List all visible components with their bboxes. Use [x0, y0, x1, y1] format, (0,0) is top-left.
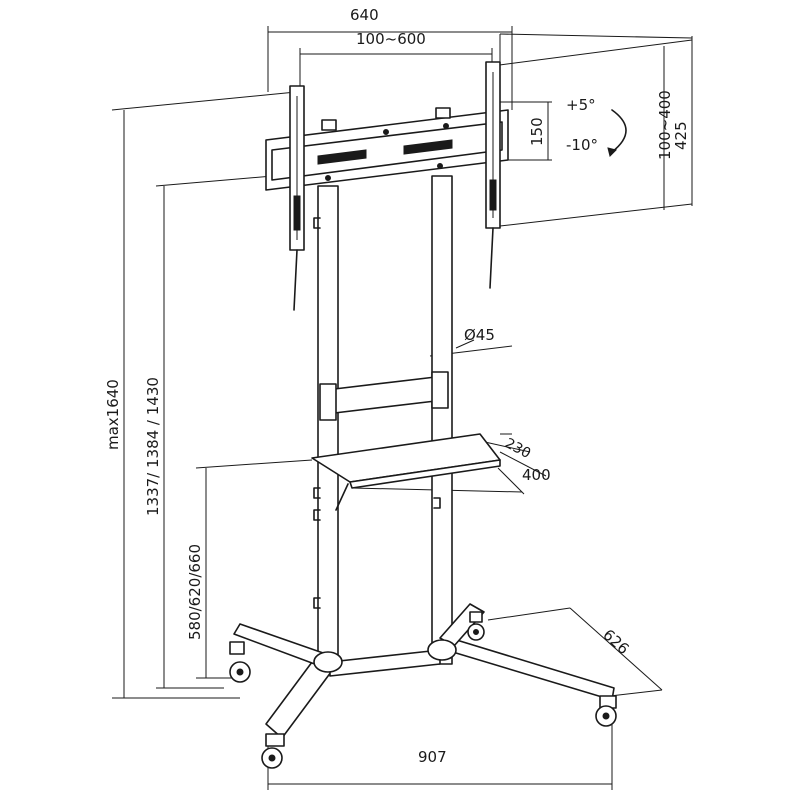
- caster-front-left-icon: [261, 733, 285, 769]
- label-tilt-down: -10°: [566, 136, 598, 154]
- tv-mount-bracket: [265, 61, 509, 311]
- tilt-arrow-icon: [611, 109, 627, 153]
- label-shelf-width: 400: [522, 466, 551, 484]
- label-max-height: max1640: [104, 379, 122, 450]
- caster-wheels: [229, 611, 617, 769]
- label-base-width: 907: [418, 748, 447, 766]
- caster-left-icon: [229, 641, 251, 683]
- caster-back-icon: [467, 611, 485, 641]
- poles: [317, 175, 453, 665]
- label-tilt-up: +5°: [566, 96, 596, 114]
- label-pole-diameter: Ø45: [464, 326, 495, 344]
- label-panel-height: 425: [672, 121, 690, 150]
- label-shelf-heights: 580/620/660: [186, 544, 204, 640]
- label-base-depth: 626: [599, 626, 632, 659]
- label-shelf-depth: 230: [502, 435, 533, 462]
- tilt-arrow-head-icon: [607, 147, 617, 157]
- label-overall-width: 640: [350, 6, 379, 24]
- label-vesa-vertical: 100~400: [656, 90, 674, 160]
- base-frame: [233, 603, 615, 739]
- glass-shelf: [311, 433, 501, 511]
- label-bracket-height: 150: [528, 117, 546, 146]
- pole-clamps: [313, 217, 441, 609]
- label-vesa-horizontal: 100~600: [356, 30, 426, 48]
- middle-crossbar: [319, 371, 449, 421]
- label-mount-heights: 1337/ 1384 / 1430: [144, 377, 162, 516]
- caster-right-icon: [595, 695, 617, 727]
